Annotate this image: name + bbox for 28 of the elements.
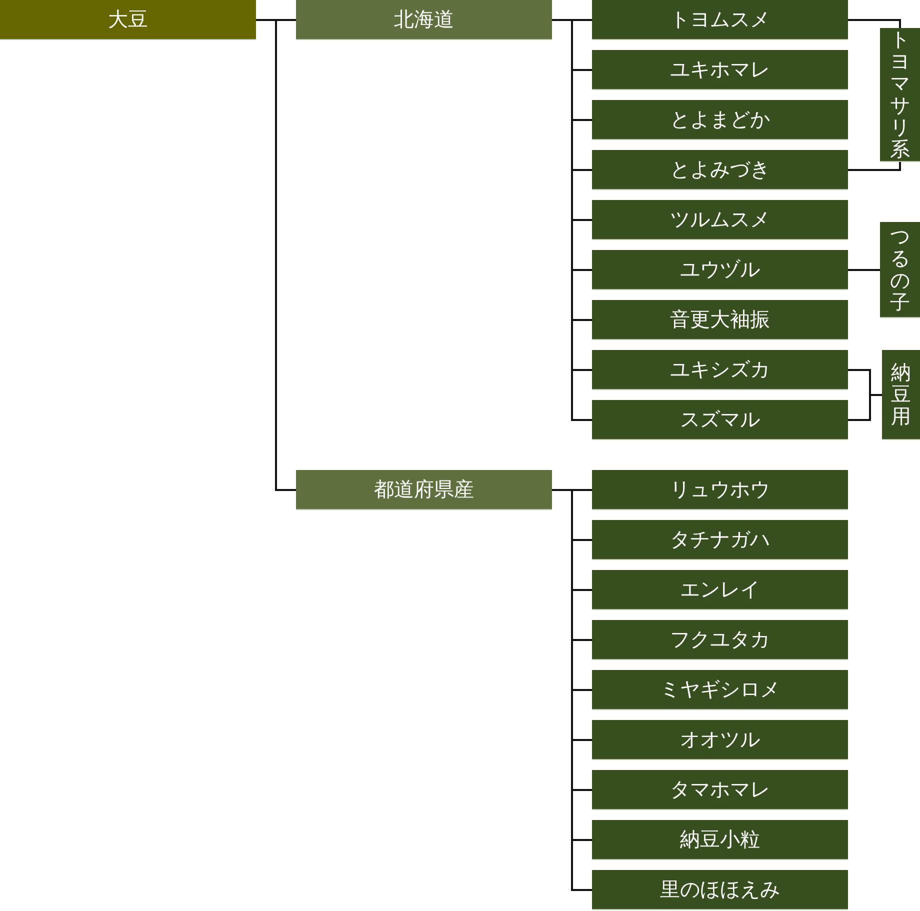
variety-box: とよまどか — [592, 100, 848, 140]
group-box: トヨマサリ系 — [880, 28, 920, 162]
variety-box: エンレイ — [592, 570, 848, 610]
variety-box: スズマル — [592, 400, 848, 440]
category-box: 都道府県産 — [296, 470, 552, 510]
variety-box: ユキホマレ — [592, 50, 848, 90]
variety-box: オオツル — [592, 720, 848, 760]
group-box: つるの子 — [880, 222, 920, 318]
connector-line — [848, 394, 882, 421]
variety-box: リュウホウ — [592, 470, 848, 510]
category-box: 北海道 — [296, 0, 552, 40]
root-box: 大豆 — [0, 0, 256, 40]
variety-box: フクユタカ — [592, 620, 848, 660]
variety-box: 納豆小粒 — [592, 820, 848, 860]
variety-box: ユキシズカ — [592, 350, 848, 390]
variety-box: タマホマレ — [592, 770, 848, 810]
variety-box: タチナガハ — [592, 520, 848, 560]
variety-box: ミヤギシロメ — [592, 670, 848, 710]
variety-box: トヨムスメ — [592, 0, 848, 40]
variety-box: ツルムスメ — [592, 200, 848, 240]
variety-box: 里のほほえみ — [592, 870, 848, 910]
connector-line — [848, 19, 901, 28]
group-box: 納豆用 — [882, 350, 920, 440]
variety-box: とよみづき — [592, 150, 848, 190]
variety-box: 音更大袖振 — [592, 300, 848, 340]
variety-box: ユウヅル — [592, 250, 848, 290]
connector-line — [848, 269, 880, 271]
connector-line — [848, 162, 901, 171]
